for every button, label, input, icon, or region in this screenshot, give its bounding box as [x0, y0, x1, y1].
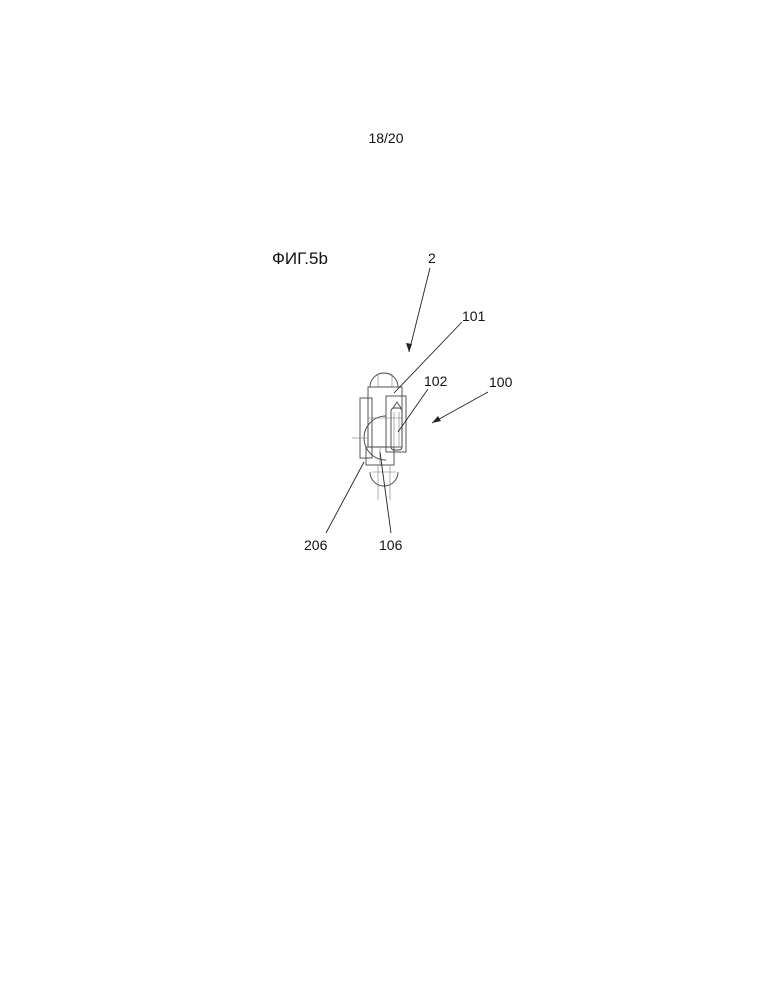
label-106: 106 [379, 537, 402, 553]
label-102: 102 [424, 373, 447, 389]
handle-housing [386, 396, 406, 452]
leader-206 [326, 462, 364, 533]
label-2: 2 [428, 250, 436, 266]
leader-100 [432, 392, 488, 423]
handle-lever [391, 402, 402, 450]
top-roller [370, 373, 398, 387]
label-100: 100 [489, 374, 512, 390]
leader-106 [380, 452, 391, 533]
label-206: 206 [304, 537, 327, 553]
arrowhead-2 [406, 343, 412, 352]
leader-102 [398, 389, 428, 432]
label-101: 101 [462, 308, 485, 324]
arrowhead-100 [432, 416, 441, 423]
leader-2 [409, 268, 430, 352]
